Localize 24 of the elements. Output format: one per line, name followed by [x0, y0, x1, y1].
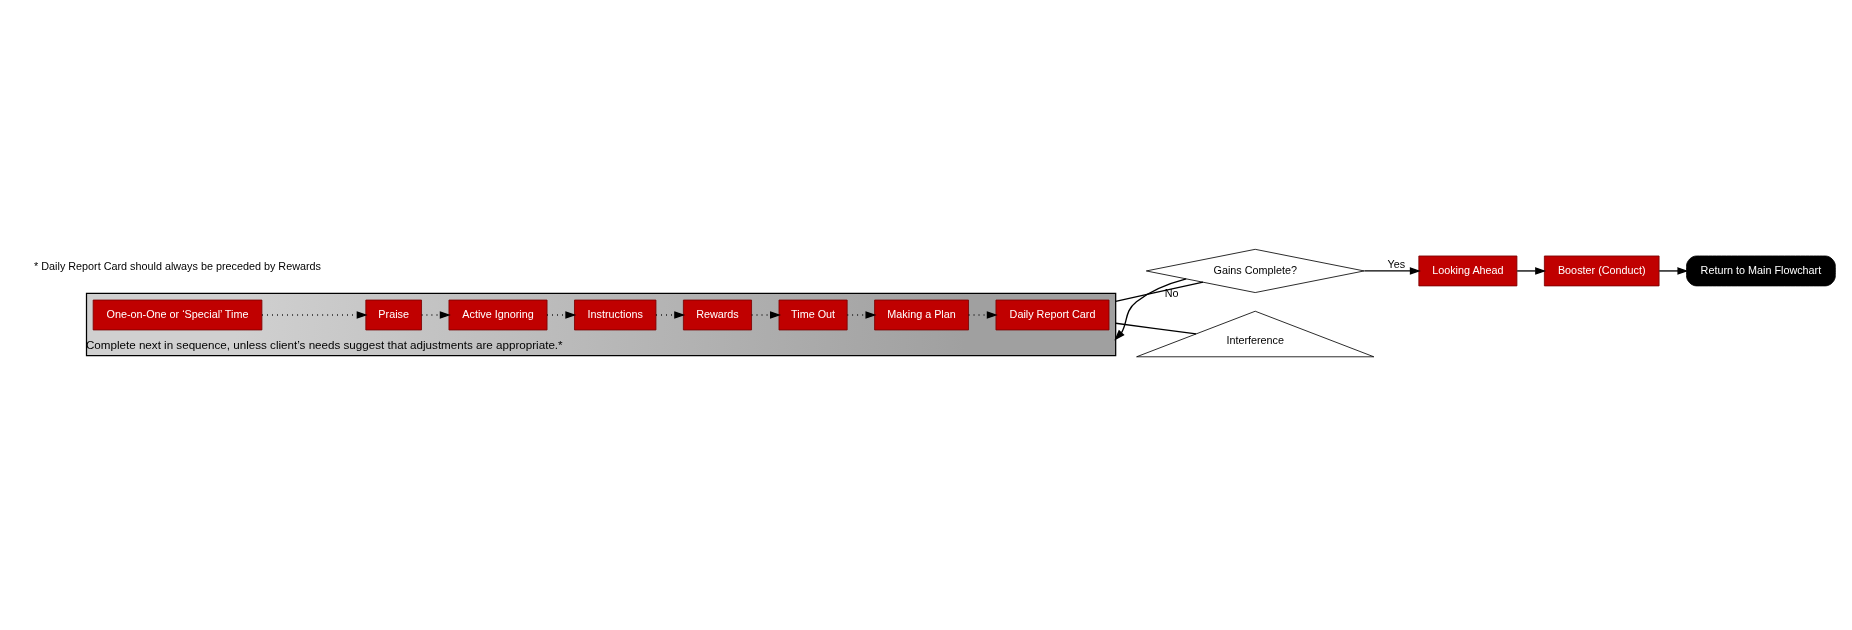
- connector: [1115, 322, 1197, 335]
- node-box: Booster (Conduct): [1543, 255, 1660, 287]
- node-box: One-on-One or ‘Special’ Time: [92, 299, 263, 331]
- node-box: Looking Ahead: [1418, 255, 1518, 287]
- arrow: [1114, 278, 1187, 341]
- arrow: [421, 311, 451, 319]
- node-box: Praise: [365, 299, 422, 331]
- node-box: Rewards: [682, 299, 752, 331]
- arrow: [1658, 267, 1689, 275]
- arrow: [546, 311, 577, 319]
- arrow: [846, 311, 877, 319]
- arrow: [1516, 267, 1547, 275]
- node-box: Time Out: [778, 299, 848, 331]
- node-box: Instructions: [574, 299, 657, 331]
- node-box: Daily Report Card: [995, 299, 1110, 331]
- label: * Daily Report Card should always be preceded by Rewards: [34, 259, 321, 272]
- arrow: [1363, 267, 1421, 275]
- arrow: [655, 311, 686, 319]
- node-box: Active Ignoring: [448, 299, 548, 331]
- connector: [1115, 281, 1204, 302]
- arrow: [261, 311, 368, 319]
- edge-label: Yes: [1387, 257, 1406, 270]
- node-box: Return to Main Flowchart: [1686, 255, 1836, 287]
- node-box: Making a Plan: [874, 299, 969, 331]
